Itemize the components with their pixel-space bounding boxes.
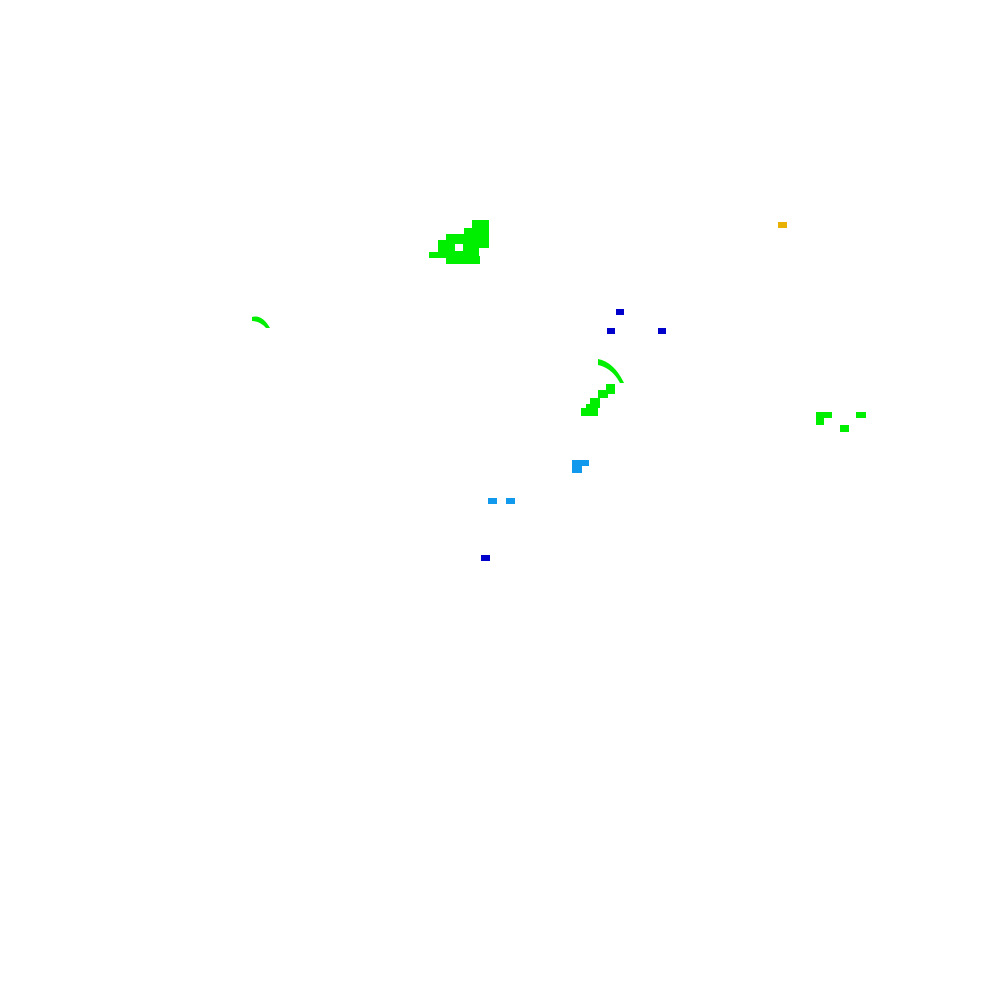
green-arc-small-shape	[252, 316, 270, 328]
green-staircase-cell	[581, 408, 598, 416]
green-patch-large-cell	[464, 228, 489, 238]
green-cluster-right-cell	[816, 412, 832, 418]
dark-blue-dot-cell	[481, 555, 490, 561]
dark-blue-dot	[658, 328, 666, 334]
green-patch-large-gap	[455, 244, 463, 251]
orange-dot	[778, 222, 787, 228]
dark-blue-dot-cell	[658, 328, 666, 334]
light-blue-dot-cell	[506, 498, 515, 504]
green-staircase	[581, 384, 615, 416]
green-cluster-right	[816, 412, 866, 432]
green-patch-large-cell	[446, 234, 489, 244]
green-cluster-right-cell	[816, 418, 824, 425]
green-cluster-right-cell	[840, 425, 849, 432]
light-blue-patch-cell	[572, 460, 589, 466]
green-staircase-cell	[598, 390, 608, 398]
light-blue-patch	[572, 460, 589, 473]
green-cluster-right-cell	[856, 412, 866, 418]
light-blue-dot-cell	[488, 498, 497, 504]
dark-blue-dot	[481, 555, 490, 561]
green-arc-small	[252, 316, 270, 328]
green-staircase-cell	[590, 398, 600, 408]
green-patch-large-cell	[438, 240, 489, 248]
green-patch-large-cell	[446, 256, 480, 264]
dark-blue-dot	[607, 328, 615, 334]
green-arc-center	[598, 359, 624, 383]
dark-blue-dot	[616, 309, 624, 315]
green-patch-large	[429, 220, 489, 264]
green-arc-center-shape	[598, 359, 624, 383]
light-blue-patch-cell	[572, 466, 582, 473]
green-patch-large-cell	[438, 248, 479, 258]
light-blue-dot	[506, 498, 515, 504]
green-staircase-cell	[606, 384, 615, 394]
green-patch-large-cell	[429, 252, 439, 258]
features-layer	[252, 220, 866, 561]
green-patch-large-cell	[472, 220, 489, 230]
orange-dot-cell	[778, 222, 787, 228]
dark-blue-dot-cell	[607, 328, 615, 334]
dark-blue-dot-cell	[616, 309, 624, 315]
light-blue-dot	[488, 498, 497, 504]
